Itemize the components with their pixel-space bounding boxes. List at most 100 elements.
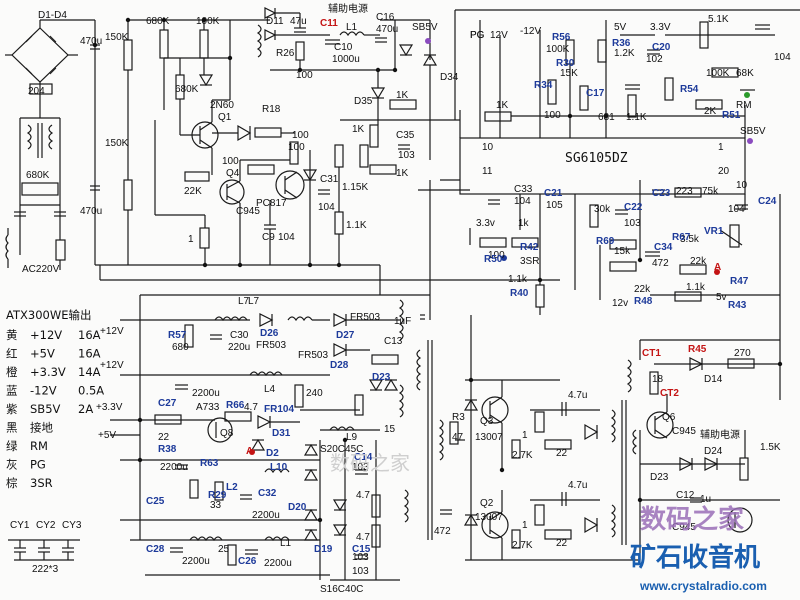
secondary-wiring xyxy=(110,294,780,581)
label-c28: C28 xyxy=(146,544,165,555)
label-q2: Q2 xyxy=(480,498,494,509)
rail-sb5v-ic: SB5V xyxy=(740,126,766,137)
label-c104c: 104 xyxy=(514,196,531,207)
watermark-url: www.crystalradio.com xyxy=(639,579,767,593)
label-a733: A733 xyxy=(196,402,220,413)
label-d34: D34 xyxy=(440,72,459,83)
label-r680: 680 xyxy=(172,342,189,353)
label-r1k1: 1.1K xyxy=(346,220,367,231)
legend-signal: +3.3V xyxy=(30,365,66,379)
label-r66: R66 xyxy=(226,400,245,411)
label-r67: R67 xyxy=(672,232,691,243)
label-r1k1d: 1.1k xyxy=(686,282,706,293)
label-r26: R26 xyxy=(276,48,295,59)
label-d20: D20 xyxy=(288,502,307,513)
label-c104a: 104 xyxy=(278,232,295,243)
label-d27: D27 xyxy=(336,330,355,341)
label-c47u2: 4.7u xyxy=(568,390,587,401)
cy3-label: CY3 xyxy=(62,520,82,531)
label-l1: L1 xyxy=(346,22,358,33)
rail-33v-top: 3.3V xyxy=(650,22,671,33)
label-r22c: 22 xyxy=(158,432,170,443)
rail-5v-low: 5v xyxy=(716,292,727,303)
label-q4: Q4 xyxy=(226,168,240,179)
rail-5v-top: 5V xyxy=(614,22,627,33)
legend-color-name: 黑 xyxy=(6,421,18,435)
label-c103e: 103 xyxy=(352,566,369,577)
label-r47d: 47 xyxy=(452,432,464,443)
legend-current: 2A xyxy=(78,402,93,416)
bridge-rectifier xyxy=(11,27,69,83)
label-p1: 1 xyxy=(718,142,724,153)
label-d31: D31 xyxy=(272,428,291,439)
label-c945b: C945 xyxy=(672,426,696,437)
label-d35: D35 xyxy=(354,96,373,107)
label-r56: R56 xyxy=(552,32,571,43)
legend-signal: 3SR xyxy=(30,476,53,490)
legend-signal: 接地 xyxy=(30,421,53,435)
label-r680k: 680K xyxy=(26,170,50,181)
label-r240: 240 xyxy=(306,388,323,399)
label-c14: C14 xyxy=(354,452,373,463)
label-d1d4: D1-D4 xyxy=(38,10,67,21)
label-r204: 204 xyxy=(28,86,45,97)
label-r47b: 4.7 xyxy=(356,490,370,501)
label-r15kb: 1.5K xyxy=(760,442,781,453)
rail-p12b: +12V xyxy=(100,360,124,371)
label-r47c: 4.7 xyxy=(356,532,370,543)
label-q3n: 13007 xyxy=(475,432,503,443)
primary-wiring xyxy=(5,7,460,270)
label-p20: 20 xyxy=(718,166,730,177)
label-r30k: 30k xyxy=(594,204,611,215)
label-r54: R54 xyxy=(680,84,699,95)
label-c47u: 47u xyxy=(290,16,307,27)
label-r33v: 3.3v xyxy=(476,218,495,229)
legend-header: ATX300WE输出 xyxy=(6,308,91,322)
label-r1kc: 1K xyxy=(396,168,409,179)
legend-color-name: 绿 xyxy=(6,439,18,453)
ic-sg6105dz xyxy=(459,137,746,195)
label-r100b: 100 xyxy=(288,142,305,153)
label-c472: 472 xyxy=(652,258,669,269)
label-r22e: 22 xyxy=(556,538,568,549)
label-fr503b: FR503 xyxy=(256,340,286,351)
label-r1ke: 1k xyxy=(518,218,530,229)
label-a1: A xyxy=(714,262,721,273)
rail-p12: +12V xyxy=(100,326,124,337)
label-c32: C32 xyxy=(258,488,277,499)
label-c24: C24 xyxy=(758,196,777,207)
label-d14: D14 xyxy=(704,374,723,385)
legend-color-name: 红 xyxy=(6,347,18,361)
label-c104d: 104 xyxy=(774,52,791,63)
aux-power-label: 辅助电源 xyxy=(328,2,368,15)
label-fr503c: FR503 xyxy=(298,350,328,361)
label-fr503a: FR503 xyxy=(350,312,380,323)
label-c223: 223 xyxy=(676,186,693,197)
rail-12v-top: 12V xyxy=(490,30,508,41)
label-c15: C15 xyxy=(352,544,371,555)
label-r1k1c: 1.1K xyxy=(626,112,647,123)
label-r15: 15 xyxy=(384,424,396,435)
label-c16: C16 xyxy=(376,12,395,23)
label-ct2: CT2 xyxy=(660,388,679,399)
rail-pg: PG xyxy=(470,30,485,41)
label-d23b: D23 xyxy=(372,372,391,383)
label-r57: R57 xyxy=(168,330,187,341)
aux-power-right-label: 辅助电源 xyxy=(700,428,740,441)
legend-signal: SB5V xyxy=(30,402,61,416)
label-ac: AC220V xyxy=(22,264,60,275)
watermark-line2: 矿石收音机 xyxy=(630,542,760,573)
label-r51: R51 xyxy=(722,110,741,121)
label-c104e: 104 xyxy=(728,204,745,215)
label-c13: C13 xyxy=(384,336,403,347)
label-l7: L7 xyxy=(238,296,250,307)
label-p10: 10 xyxy=(482,142,494,153)
label-d11: D11 xyxy=(266,16,284,27)
label-l2: L2 xyxy=(226,482,238,493)
label-r22ka: 22k xyxy=(690,256,707,267)
label-one2: 1 xyxy=(522,430,528,441)
label-fr104: FR104 xyxy=(264,404,294,415)
